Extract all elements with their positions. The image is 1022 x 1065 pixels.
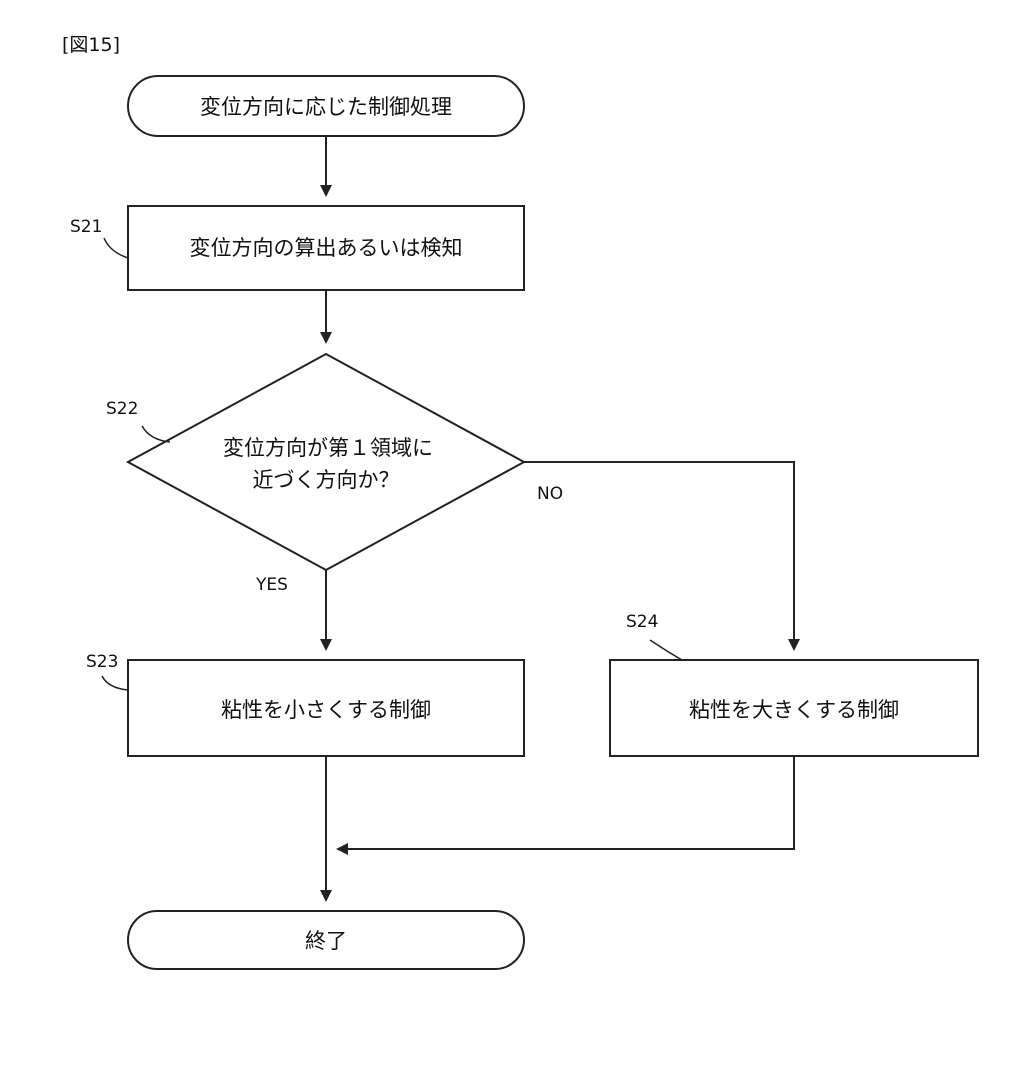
decision-line-1: 変位方向が第１領域に xyxy=(223,436,433,460)
step-label-s23: S23 xyxy=(86,652,118,672)
leader-s21 xyxy=(103,237,129,259)
process-box-s21-label: 変位方向の算出あるいは検知 xyxy=(190,236,463,260)
decision-line-2: 近づく方向か？ xyxy=(253,468,400,492)
process-box-s24-label: 粘性を大きくする制御 xyxy=(689,698,899,722)
end-terminal-label: 終了 xyxy=(305,929,347,953)
end-terminal: 終了 xyxy=(127,910,525,970)
branch-label-no: NO xyxy=(537,484,563,504)
step-label-s21: S21 xyxy=(70,217,102,237)
decision-diamond-s22: 変位方向が第１領域に 近づく方向か？ xyxy=(125,352,527,572)
branch-label-yes: YES xyxy=(255,575,288,595)
step-label-s24: S24 xyxy=(626,612,658,632)
figure-label: [図15] xyxy=(62,34,120,56)
start-terminal: 変位方向に応じた制御処理 xyxy=(127,75,525,137)
start-terminal-label: 変位方向に応じた制御処理 xyxy=(200,95,452,119)
process-box-s23-label: 粘性を小さくする制御 xyxy=(221,698,431,722)
leader-s22 xyxy=(141,425,171,443)
process-box-s24: 粘性を大きくする制御 xyxy=(609,659,979,757)
edge-s22-no-to-s24 xyxy=(524,461,800,651)
process-box-s21: 変位方向の算出あるいは検知 xyxy=(127,205,525,291)
leader-s23 xyxy=(101,675,129,691)
step-label-s22: S22 xyxy=(106,399,138,419)
leader-s24 xyxy=(649,639,683,661)
edge-s24-to-merge xyxy=(336,756,795,855)
process-box-s23: 粘性を小さくする制御 xyxy=(127,659,525,757)
